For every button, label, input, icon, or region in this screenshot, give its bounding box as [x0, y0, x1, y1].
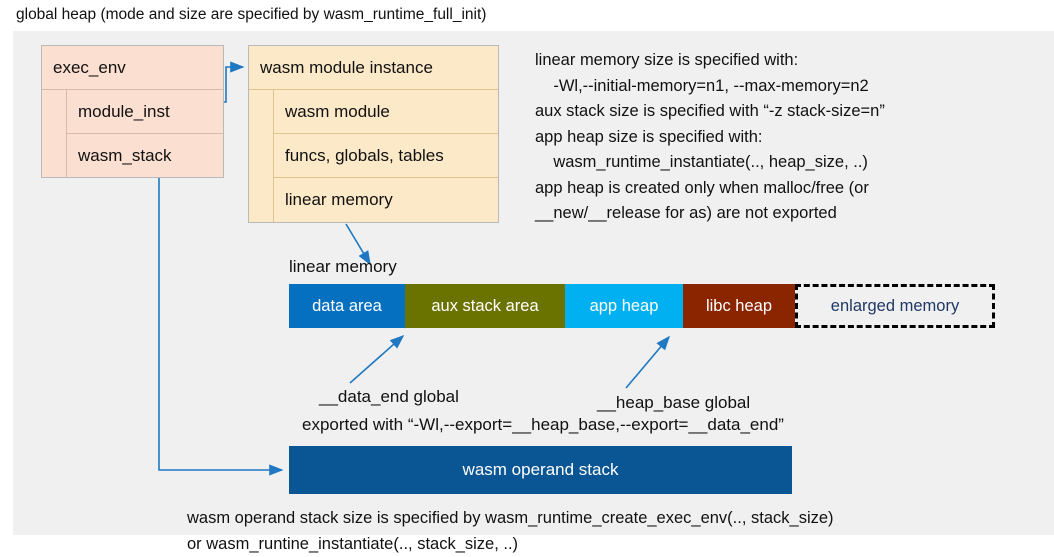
- wasm-module-instance-title: wasm module instance: [249, 46, 498, 90]
- wasm-module-instance-row-linear-memory: linear memory: [285, 190, 393, 209]
- wasm-module-instance-gutter: [249, 90, 274, 222]
- memory-segment-libc-heap: libc heap: [683, 284, 795, 328]
- diagram-panel: exec_env module_inst wasm_stack wasm mod…: [13, 31, 1054, 553]
- wasm-operand-stack-bar: wasm operand stack: [289, 446, 792, 494]
- connector-wasm-stack: [158, 178, 284, 476]
- wasm-module-instance-row-wasm-module: wasm module: [274, 90, 498, 134]
- exec-env-row-module-inst: module_inst: [67, 90, 223, 134]
- annotation-data-end: __data_end global: [319, 387, 459, 406]
- page-title: global heap (mode and size are specified…: [16, 6, 487, 23]
- annotation-exported-with: exported with “-Wl,--export=__heap_base,…: [302, 415, 784, 434]
- memory-segment-aux-stack-area: aux stack area: [405, 284, 565, 328]
- annotation-heap-base: __heap_base global: [597, 393, 751, 412]
- wasm-module-instance-row-funcs-globals-tables: funcs, globals, tables: [274, 134, 498, 178]
- connector-layer: [158, 61, 671, 476]
- operand-stack-note: wasm operand stack size is specified by …: [187, 509, 834, 553]
- exec-env-row-wasm-stack: wasm_stack: [78, 146, 172, 165]
- connector-linear-memory: [345, 223, 371, 266]
- exec-env-box: exec_env module_inst wasm_stack: [41, 45, 224, 178]
- exec-env-gutter: [42, 90, 67, 178]
- memory-segment-app-heap: app heap: [565, 284, 683, 328]
- memory-segment-data-area: data area: [289, 284, 405, 328]
- memory-config-notes: linear memory size is specified with: -W…: [535, 51, 885, 222]
- connector-heap-base: [625, 335, 671, 389]
- memory-segment-enlarged-memory: enlarged memory: [795, 284, 995, 328]
- exec-env-title: exec_env: [42, 46, 223, 90]
- wasm-module-instance-box: wasm module instance wasm module funcs, …: [248, 45, 499, 223]
- linear-memory-label: linear memory: [289, 257, 397, 276]
- connector-data-end: [349, 334, 405, 384]
